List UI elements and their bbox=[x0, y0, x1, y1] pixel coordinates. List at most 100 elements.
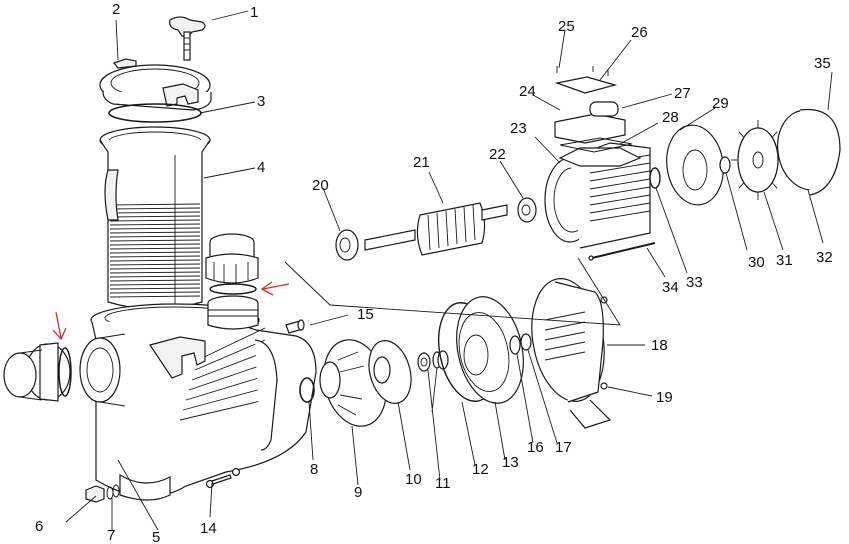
callout-12: 12 bbox=[472, 461, 489, 478]
callout-17: 17 bbox=[555, 439, 572, 456]
part-outlet-union bbox=[205, 233, 259, 284]
housing-fin-line bbox=[589, 170, 651, 182]
callout-29: 29 bbox=[712, 95, 729, 112]
part-rear-end-shield bbox=[666, 124, 724, 206]
basket-slot-line bbox=[109, 243, 201, 246]
part-rotor bbox=[364, 202, 508, 256]
basket-slot-line bbox=[109, 251, 201, 254]
body-fin-line bbox=[179, 399, 266, 421]
fan-blade bbox=[738, 182, 745, 189]
basket-slot-line bbox=[109, 271, 201, 274]
body-fin-line bbox=[188, 363, 266, 391]
basket-slot-line bbox=[109, 203, 201, 206]
housing-fin-line bbox=[589, 210, 651, 222]
leader-lines bbox=[65, 10, 833, 531]
part-knob bbox=[169, 16, 206, 61]
part-front-bearing bbox=[335, 229, 359, 261]
part-strainer-basket bbox=[99, 126, 211, 310]
callout-7: 7 bbox=[107, 527, 115, 544]
part-inlet-union bbox=[3, 342, 71, 402]
basket-slot-line bbox=[109, 231, 201, 234]
part-rear-bearing bbox=[517, 197, 537, 223]
basket-slot-line bbox=[109, 259, 201, 262]
callout-18: 18 bbox=[651, 337, 668, 354]
rotor-slot-line bbox=[463, 206, 467, 243]
callout-32: 32 bbox=[816, 249, 833, 266]
part-screws bbox=[556, 66, 609, 76]
callout-8: 8 bbox=[310, 461, 318, 478]
part-outlet-stub bbox=[207, 295, 259, 330]
highlight-arrow-inlet bbox=[52, 311, 67, 341]
part-impeller bbox=[368, 340, 412, 404]
rotor-slot-line bbox=[454, 208, 458, 245]
bracket-rib-line bbox=[544, 341, 586, 351]
callout-20: 20 bbox=[312, 177, 329, 194]
callout-24: 24 bbox=[519, 83, 536, 100]
fan-blade bbox=[738, 131, 745, 138]
part-fan bbox=[731, 120, 785, 200]
basket-slot-line bbox=[109, 279, 201, 282]
fan-blade bbox=[771, 182, 778, 189]
part-wave-washer bbox=[649, 167, 661, 189]
part-capacitor bbox=[589, 101, 619, 117]
part-motor-housing bbox=[544, 142, 651, 249]
basket-slot-line bbox=[109, 291, 201, 294]
basket-slot-line bbox=[109, 267, 201, 270]
body-fin-line bbox=[197, 327, 266, 361]
callout-11: 11 bbox=[435, 475, 451, 492]
callout-31: 31 bbox=[776, 252, 793, 269]
basket-slot-line bbox=[109, 275, 201, 278]
fan-blade bbox=[771, 131, 778, 138]
basket-slot-line bbox=[109, 223, 201, 226]
bracket-rib-line bbox=[544, 331, 586, 341]
basket-slot-line bbox=[109, 211, 201, 214]
basket-slot-line bbox=[109, 215, 201, 218]
callout-1: 1 bbox=[250, 4, 258, 21]
callout-21: 21 bbox=[413, 154, 430, 171]
rotor-slot-line bbox=[436, 212, 440, 249]
part-fan-cover bbox=[777, 108, 841, 196]
callout-23: 23 bbox=[510, 120, 527, 137]
part-bolt bbox=[205, 467, 241, 489]
part-shaft-seal bbox=[520, 333, 532, 351]
body-fin-line bbox=[191, 351, 266, 381]
callout-33: 33 bbox=[686, 274, 703, 291]
basket-slot-line bbox=[109, 247, 201, 250]
callout-16: 16 bbox=[527, 439, 544, 456]
callout-30: 30 bbox=[748, 254, 765, 271]
housing-fin-line bbox=[589, 202, 651, 214]
callout-2: 2 bbox=[112, 1, 120, 18]
housing-fin-line bbox=[589, 186, 651, 198]
part-outlet-union-o-ring bbox=[209, 283, 257, 295]
part-inlet-union-o-ring bbox=[58, 347, 72, 397]
callout-13: 13 bbox=[502, 454, 519, 471]
part-lid-clamp-ring bbox=[99, 58, 212, 111]
bracket-rib-line bbox=[544, 321, 586, 331]
basket-slot-line bbox=[109, 263, 201, 266]
body-fin-line bbox=[185, 375, 266, 401]
bracket-rib-line bbox=[544, 351, 586, 361]
basket-slot-line bbox=[109, 283, 201, 286]
part-terminal-gasket bbox=[559, 137, 633, 153]
rotor-slot-line bbox=[445, 210, 449, 247]
bracket-rib-line bbox=[544, 311, 586, 321]
part-spring-washer bbox=[719, 156, 731, 174]
callout-35: 35 bbox=[814, 55, 831, 72]
callout-27: 27 bbox=[674, 85, 691, 102]
callout-9: 9 bbox=[354, 484, 362, 501]
basket-slot-line bbox=[109, 287, 201, 290]
callout-34: 34 bbox=[662, 279, 679, 296]
part-tie-rod bbox=[588, 242, 656, 261]
body-fin-line bbox=[194, 339, 266, 371]
basket-slot-line bbox=[109, 239, 201, 242]
part-inlet-stub bbox=[79, 333, 126, 407]
callout-labels: 1 2 3 4 5 6 7 8 9 10 11 12 13 14 15 16 1… bbox=[35, 1, 833, 544]
rotor-slot-line bbox=[427, 214, 431, 251]
callout-10: 10 bbox=[405, 471, 422, 488]
body-fin-line bbox=[182, 387, 266, 411]
housing-fin-line bbox=[589, 178, 651, 190]
assembly-outline bbox=[284, 257, 621, 326]
callout-25: 25 bbox=[558, 18, 575, 35]
